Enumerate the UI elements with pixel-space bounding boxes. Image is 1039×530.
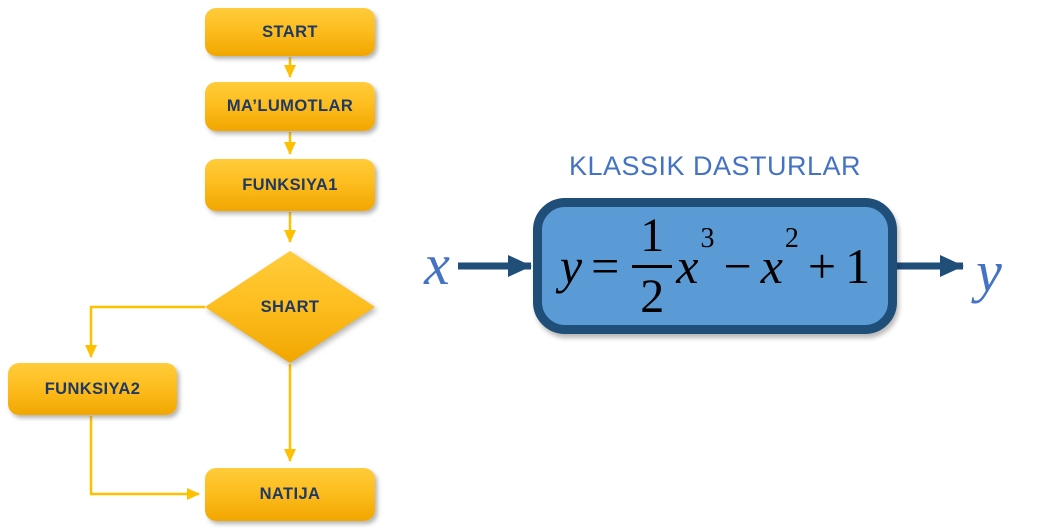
formula-term1: x 3 bbox=[676, 225, 714, 294]
formula-constant: 1 bbox=[845, 238, 871, 294]
flowchart-node-shart: SHART bbox=[205, 251, 375, 363]
formula-fraction-numerator: 1 bbox=[640, 208, 665, 262]
output-variable-label: y bbox=[976, 239, 1002, 304]
flowchart-node-funksiya1: FUNKSIYA1 bbox=[205, 159, 375, 211]
classic-programs-title: KLASSIK DASTURLAR bbox=[568, 151, 862, 181]
flowchart-node-shart-label: SHART bbox=[260, 297, 320, 316]
flowchart-node-natija-label: NATIJA bbox=[259, 485, 321, 503]
formula-term2-exponent: 2 bbox=[784, 223, 799, 254]
input-variable-label: x bbox=[424, 232, 450, 297]
connector-funksiya2-to-natija bbox=[89, 416, 200, 500]
formula-term1-base: x bbox=[676, 238, 699, 294]
flowchart-node-malumotlar: MA’LUMOTLAR bbox=[205, 82, 375, 131]
formula-term1-exponent: 3 bbox=[700, 223, 715, 254]
formula-operator2: + bbox=[807, 238, 837, 294]
flowchart-node-malumotlar-label: MA’LUMOTLAR bbox=[226, 97, 354, 115]
formula-equals: = bbox=[591, 238, 620, 294]
flowchart-node-natija: NATIJA bbox=[205, 468, 375, 521]
formula-lhs: y bbox=[559, 238, 583, 294]
formula-term2: x 2 bbox=[760, 225, 799, 294]
flowchart-node-funksiya2-label: FUNKSIYA2 bbox=[44, 379, 141, 398]
formula-fraction-denominator: 2 bbox=[632, 264, 673, 321]
formula-fraction: 1 2 bbox=[632, 208, 673, 321]
formula-operator1: − bbox=[723, 238, 752, 294]
classic-program-box: y = 1 2 x 3 − x 2 + 1 bbox=[533, 198, 897, 334]
flowchart-node-funksiya1-label: FUNKSIYA1 bbox=[242, 175, 338, 194]
formula: y = 1 2 x 3 − x 2 + 1 bbox=[559, 208, 871, 321]
formula-term2-base: x bbox=[760, 238, 783, 294]
flowchart-node-start-label: START bbox=[262, 22, 318, 41]
connector-shart-to-funksiya2 bbox=[85, 305, 205, 358]
shart-diamond-shape: SHART bbox=[205, 251, 375, 363]
flowchart-node-start: START bbox=[205, 8, 375, 56]
flowchart-node-funksiya2: FUNKSIYA2 bbox=[8, 363, 177, 415]
